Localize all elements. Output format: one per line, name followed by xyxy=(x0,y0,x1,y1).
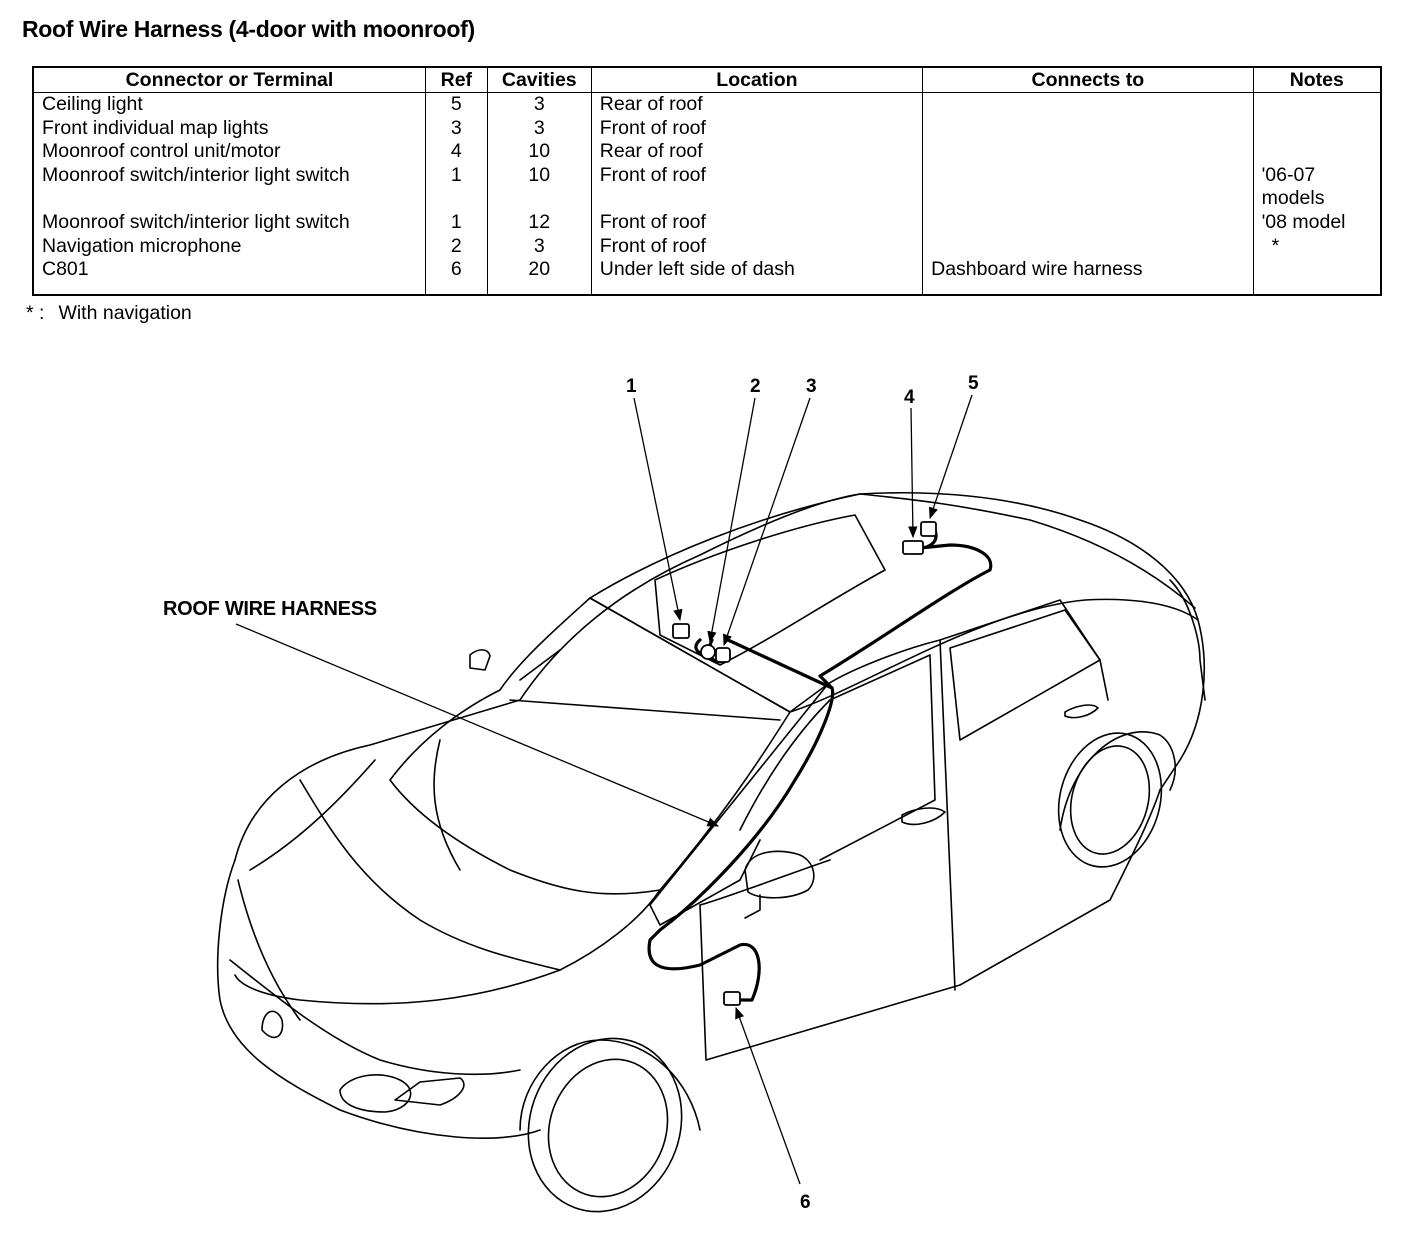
cell-cavities: 3 xyxy=(486,92,592,117)
header-notes: Notes xyxy=(1252,66,1382,93)
table-row: Ceiling light 5 3 Rear of roof xyxy=(32,92,1382,117)
footnote-mark: * : xyxy=(26,302,45,324)
cell-cavities: 10 xyxy=(486,163,592,211)
cell-connects-to xyxy=(922,234,1254,259)
header-connects-to: Connects to xyxy=(922,66,1254,93)
connector-2 xyxy=(700,644,716,660)
cell-cavities: 12 xyxy=(486,210,592,235)
cell-connector: Front individual map lights xyxy=(32,116,426,141)
cell-location: Front of roof xyxy=(590,210,924,235)
cell-ref: 6 xyxy=(424,258,488,296)
cell-notes xyxy=(1252,140,1382,164)
cell-connector: Navigation microphone xyxy=(32,234,426,259)
cell-connects-to xyxy=(922,140,1254,164)
table-row: Moonroof switch/interior light switch 1 … xyxy=(32,163,1382,211)
leader-3 xyxy=(723,397,811,647)
leader-5 xyxy=(928,394,973,520)
page-title: Roof Wire Harness (4-door with moonroof) xyxy=(22,16,475,42)
cell-location: Front of roof xyxy=(590,234,924,259)
cell-notes: '06-07 models xyxy=(1252,163,1382,211)
cell-connects-to xyxy=(922,210,1254,235)
cell-connects-to xyxy=(922,116,1254,141)
leader-4 xyxy=(908,407,918,539)
header-ref: Ref xyxy=(424,66,488,93)
callout-1: 1 xyxy=(626,376,637,397)
cell-connector: Moonroof control unit/motor xyxy=(32,140,426,164)
header-cavities: Cavities xyxy=(486,66,592,93)
table-header-row: Connector or Terminal Ref Cavities Locat… xyxy=(32,66,1382,93)
cell-notes: * xyxy=(1252,234,1382,259)
footnote: * : With navigation xyxy=(26,302,192,325)
harness-label: ROOF WIRE HARNESS xyxy=(163,598,377,620)
cell-location: Rear of roof xyxy=(590,92,924,117)
connectors xyxy=(672,521,937,1006)
cell-ref: 1 xyxy=(424,163,488,211)
leader-2 xyxy=(707,397,756,644)
cell-connects-to xyxy=(922,92,1254,117)
footnote-text: With navigation xyxy=(58,302,192,324)
cell-connector: C801 xyxy=(32,258,426,296)
harness-table: Connector or Terminal Ref Cavities Locat… xyxy=(32,66,1382,297)
callout-4: 4 xyxy=(904,387,915,408)
table-row: Front individual map lights 3 3 Front of… xyxy=(32,116,1382,141)
cell-connector: Moonroof switch/interior light switch xyxy=(32,163,426,211)
connector-5 xyxy=(920,521,937,537)
cell-location: Front of roof xyxy=(590,116,924,141)
connector-3 xyxy=(715,647,731,663)
table-row: Moonroof switch/interior light switch 1 … xyxy=(32,210,1382,235)
cell-location: Front of roof xyxy=(590,163,924,211)
callout-6: 6 xyxy=(800,1192,811,1213)
cell-notes: '08 model xyxy=(1252,210,1382,235)
cell-location: Under left side of dash xyxy=(590,258,924,296)
table-row: C801 6 20 Under left side of dash Dashbo… xyxy=(32,258,1382,296)
connector-6 xyxy=(723,991,741,1006)
connector-1 xyxy=(672,623,690,639)
cell-connector: Moonroof switch/interior light switch xyxy=(32,210,426,235)
callout-3: 3 xyxy=(806,376,817,397)
cell-connects-to: Dashboard wire harness xyxy=(922,258,1254,296)
leader-6 xyxy=(735,1006,801,1185)
callout-2: 2 xyxy=(750,376,761,397)
cell-notes xyxy=(1252,92,1382,117)
car-outline xyxy=(216,491,1206,1213)
cell-location: Rear of roof xyxy=(590,140,924,164)
table-row: Moonroof control unit/motor 4 10 Rear of… xyxy=(32,140,1382,164)
cell-notes xyxy=(1252,258,1382,296)
leader-harness xyxy=(235,623,720,827)
leader-lines xyxy=(235,394,973,1185)
cell-notes xyxy=(1252,116,1382,141)
connector-4 xyxy=(902,540,924,555)
callout-5: 5 xyxy=(968,373,979,394)
cell-connects-to xyxy=(922,163,1254,211)
leader-1 xyxy=(633,397,683,622)
cell-connector: Ceiling light xyxy=(32,92,426,117)
table-row: Navigation microphone 2 3 Front of roof … xyxy=(32,234,1382,259)
header-connector: Connector or Terminal xyxy=(32,66,426,93)
cell-cavities: 20 xyxy=(486,258,592,296)
cell-cavities: 10 xyxy=(486,140,592,164)
